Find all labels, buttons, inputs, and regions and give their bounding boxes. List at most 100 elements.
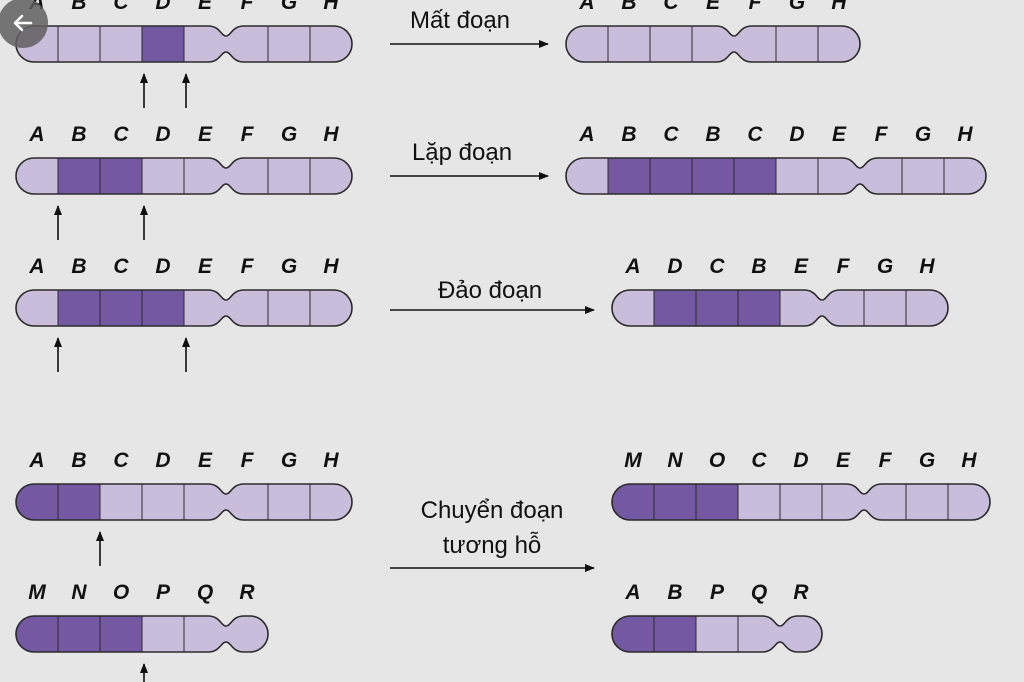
segment-label: B bbox=[71, 449, 86, 472]
chromosome-segment bbox=[692, 158, 734, 194]
chromosome-segment bbox=[692, 26, 734, 62]
segment-label: G bbox=[919, 449, 935, 472]
chromosome-segment bbox=[566, 158, 608, 194]
chromosome-segment bbox=[100, 26, 142, 62]
chromosome-segment bbox=[738, 484, 780, 520]
chromosome-segment bbox=[822, 484, 864, 520]
chromosome-segment bbox=[268, 26, 310, 62]
segment-label: B bbox=[705, 123, 720, 146]
segment-label: E bbox=[198, 0, 213, 14]
chromosome-segment bbox=[142, 616, 184, 652]
segment-label: G bbox=[281, 123, 297, 146]
segment-label: H bbox=[323, 123, 339, 146]
segment-label: C bbox=[113, 0, 129, 14]
chromosome-segment bbox=[100, 158, 142, 194]
chromosome-segment bbox=[268, 158, 310, 194]
chromosome-segment bbox=[776, 26, 818, 62]
segment-label: E bbox=[836, 449, 851, 472]
segment-label: D bbox=[155, 0, 170, 14]
chromosome-segment bbox=[16, 484, 58, 520]
chromosome-segment bbox=[226, 158, 268, 194]
segment-label: G bbox=[281, 0, 297, 14]
back-button[interactable] bbox=[0, 0, 48, 48]
segment-label: H bbox=[919, 255, 935, 278]
chromosome-segment bbox=[738, 290, 780, 326]
chromosome-segment bbox=[906, 290, 948, 326]
segment-label: A bbox=[28, 255, 44, 278]
chromosome-segment bbox=[650, 158, 692, 194]
chromosome-segment bbox=[780, 484, 822, 520]
segment-label: H bbox=[831, 0, 847, 14]
segment-label: H bbox=[957, 123, 973, 146]
segment-label: R bbox=[793, 581, 809, 604]
chromosome-segment bbox=[184, 158, 226, 194]
chromosome-segment bbox=[654, 290, 696, 326]
chromosome-segment bbox=[268, 290, 310, 326]
chromosome-segment bbox=[268, 484, 310, 520]
chromosome-segment bbox=[226, 484, 268, 520]
chromosome-segment bbox=[654, 484, 696, 520]
chromosome-segment bbox=[738, 616, 780, 652]
segment-label: E bbox=[198, 449, 213, 472]
segment-label: B bbox=[621, 0, 636, 14]
segment-label: M bbox=[624, 449, 642, 472]
segment-label: Q bbox=[751, 581, 767, 604]
chromosome-segment bbox=[696, 616, 738, 652]
segment-label: F bbox=[837, 255, 851, 278]
chromosome-segment bbox=[860, 158, 902, 194]
segment-label: P bbox=[156, 581, 171, 604]
segment-label: F bbox=[241, 0, 255, 14]
back-arrow-icon bbox=[13, 14, 33, 32]
chromosome-segment bbox=[184, 616, 226, 652]
segment-label: D bbox=[667, 255, 682, 278]
segment-label: E bbox=[706, 0, 721, 14]
chromosome-segment bbox=[58, 616, 100, 652]
chromosome-segment bbox=[696, 290, 738, 326]
segment-label: E bbox=[198, 123, 213, 146]
segment-label: F bbox=[241, 255, 255, 278]
chromosome-segment bbox=[612, 290, 654, 326]
chromosome-segment bbox=[16, 158, 58, 194]
chromosome-segment bbox=[776, 158, 818, 194]
chromosome-segment bbox=[100, 616, 142, 652]
segment-label: B bbox=[667, 581, 682, 604]
segment-label: F bbox=[879, 449, 893, 472]
segment-label: E bbox=[794, 255, 809, 278]
segment-label: H bbox=[323, 0, 339, 14]
segment-label: A bbox=[624, 581, 640, 604]
segment-label: F bbox=[241, 123, 255, 146]
segment-label: B bbox=[71, 255, 86, 278]
segment-label: H bbox=[961, 449, 977, 472]
chromosome-segment bbox=[612, 484, 654, 520]
segment-label: C bbox=[751, 449, 767, 472]
chromosome-segment bbox=[100, 484, 142, 520]
chromosome-segment bbox=[142, 484, 184, 520]
chromosome-segment bbox=[310, 26, 352, 62]
chromosome-segment bbox=[226, 26, 268, 62]
chromosome-segment bbox=[184, 484, 226, 520]
mat-doan-caption: Mất đoạn bbox=[410, 7, 510, 34]
segment-label: C bbox=[663, 123, 679, 146]
chromosome-segment bbox=[734, 158, 776, 194]
segment-label: A bbox=[28, 123, 44, 146]
chromosome-segment bbox=[612, 616, 654, 652]
segment-label: C bbox=[113, 449, 129, 472]
chromosome-segment bbox=[818, 158, 860, 194]
segment-label: D bbox=[155, 255, 170, 278]
segment-label: D bbox=[155, 449, 170, 472]
chromosome-segment bbox=[142, 26, 184, 62]
segment-label: R bbox=[239, 581, 255, 604]
segment-label: D bbox=[789, 123, 804, 146]
segment-label: E bbox=[198, 255, 213, 278]
lap-doan-caption: Lặp đoạn bbox=[412, 139, 512, 166]
segment-label: F bbox=[749, 0, 763, 14]
segment-label: A bbox=[578, 0, 594, 14]
segment-label: G bbox=[281, 449, 297, 472]
segment-label: B bbox=[621, 123, 636, 146]
